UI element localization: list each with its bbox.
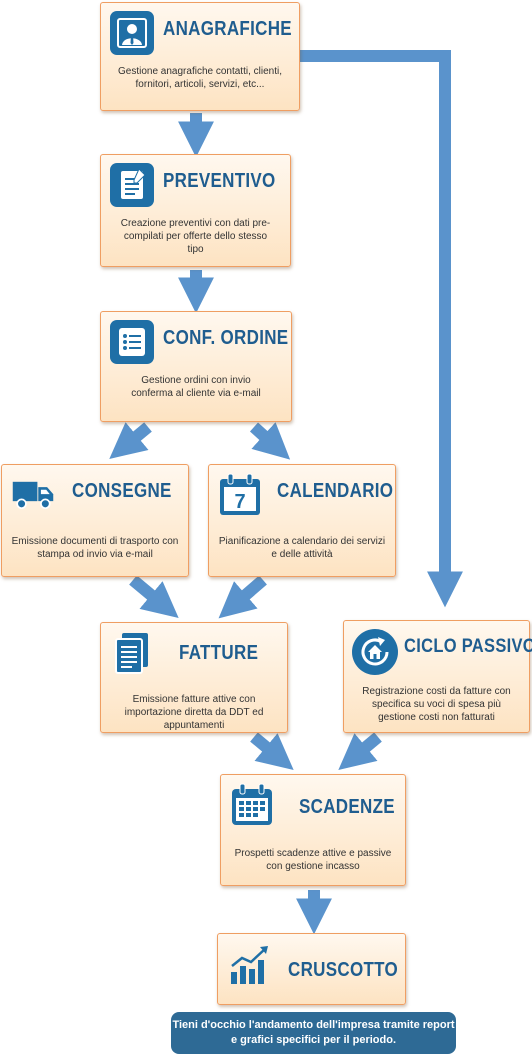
arrow-consegne-fatture	[129, 575, 179, 619]
node-description: Prospetti scadenze attive e passive con …	[234, 848, 392, 872]
arrow-anagrafiche-ciclo	[300, 50, 463, 608]
person-icon	[110, 11, 154, 55]
node-ciclo-passivo: CICLO PASSIVO Registrazione costi da fat…	[343, 620, 532, 733]
arrow-fatture-scadenze	[250, 732, 294, 771]
node-cruscotto: CRUSCOTTO	[217, 933, 406, 1005]
node-preventivo: PREVENTIVO Creazione preventivi con dati…	[100, 154, 291, 267]
node-description: Creazione preventivi con dati pre-compil…	[120, 218, 271, 255]
node-consegne: CONSEGNE Emissione documenti di trasport…	[1, 464, 189, 577]
node-title: CICLO PASSIVO	[404, 635, 532, 657]
arrow-ciclo-scadenze	[338, 732, 382, 771]
calendar-day-number: 7	[234, 491, 245, 513]
footer-note: Tieni d'occhio l'andamento dell'impresa …	[171, 1012, 456, 1054]
node-description: Registrazione costi da fatture con speci…	[362, 686, 511, 723]
document-icon	[110, 163, 154, 207]
invoice-icon	[110, 631, 154, 675]
node-title: CRUSCOTTO	[288, 958, 399, 981]
calendar-icon: 7	[218, 473, 262, 517]
node-description: Emissione documenti di trasporto con sta…	[11, 536, 179, 560]
node-description: Gestione ordini con invio conferma al cl…	[131, 375, 261, 399]
chart-icon	[227, 944, 271, 988]
truck-icon	[11, 473, 55, 517]
node-title: ANAGRAFICHE	[163, 17, 292, 40]
schedule-icon	[230, 783, 274, 827]
node-title: CONF. ORDINE	[163, 326, 289, 349]
node-scadenze: SCADENZE Prospetti scadenze attive e pas…	[220, 774, 406, 886]
node-title: PREVENTIVO	[163, 169, 276, 192]
node-calendario: 7 CALENDARIO Pianificazione a calendario…	[208, 464, 396, 577]
node-title: SCADENZE	[299, 795, 395, 818]
arrow-ordine-calendario	[249, 422, 291, 460]
arrow-ordine-consegne	[109, 422, 152, 459]
node-description: Gestione anagrafiche contatti, clienti, …	[118, 66, 282, 90]
house-cycle-icon	[352, 629, 398, 675]
list-icon	[110, 320, 154, 364]
node-conf-ordine: CONF. ORDINE Gestione ordini con invio c…	[100, 311, 292, 422]
node-anagrafiche: ANAGRAFICHE Gestione anagrafiche contatt…	[100, 2, 300, 111]
node-description: Pianificazione a calendario dei servizi …	[218, 536, 386, 560]
arrow-calendario-fatture	[218, 575, 267, 619]
node-fatture: FATTURE Emissione fatture attive con imp…	[100, 622, 288, 733]
node-title: CALENDARIO	[277, 479, 394, 502]
node-title: FATTURE	[179, 641, 259, 664]
node-description: Emissione fatture attive con importazion…	[124, 694, 264, 731]
node-title: CONSEGNE	[72, 479, 172, 502]
